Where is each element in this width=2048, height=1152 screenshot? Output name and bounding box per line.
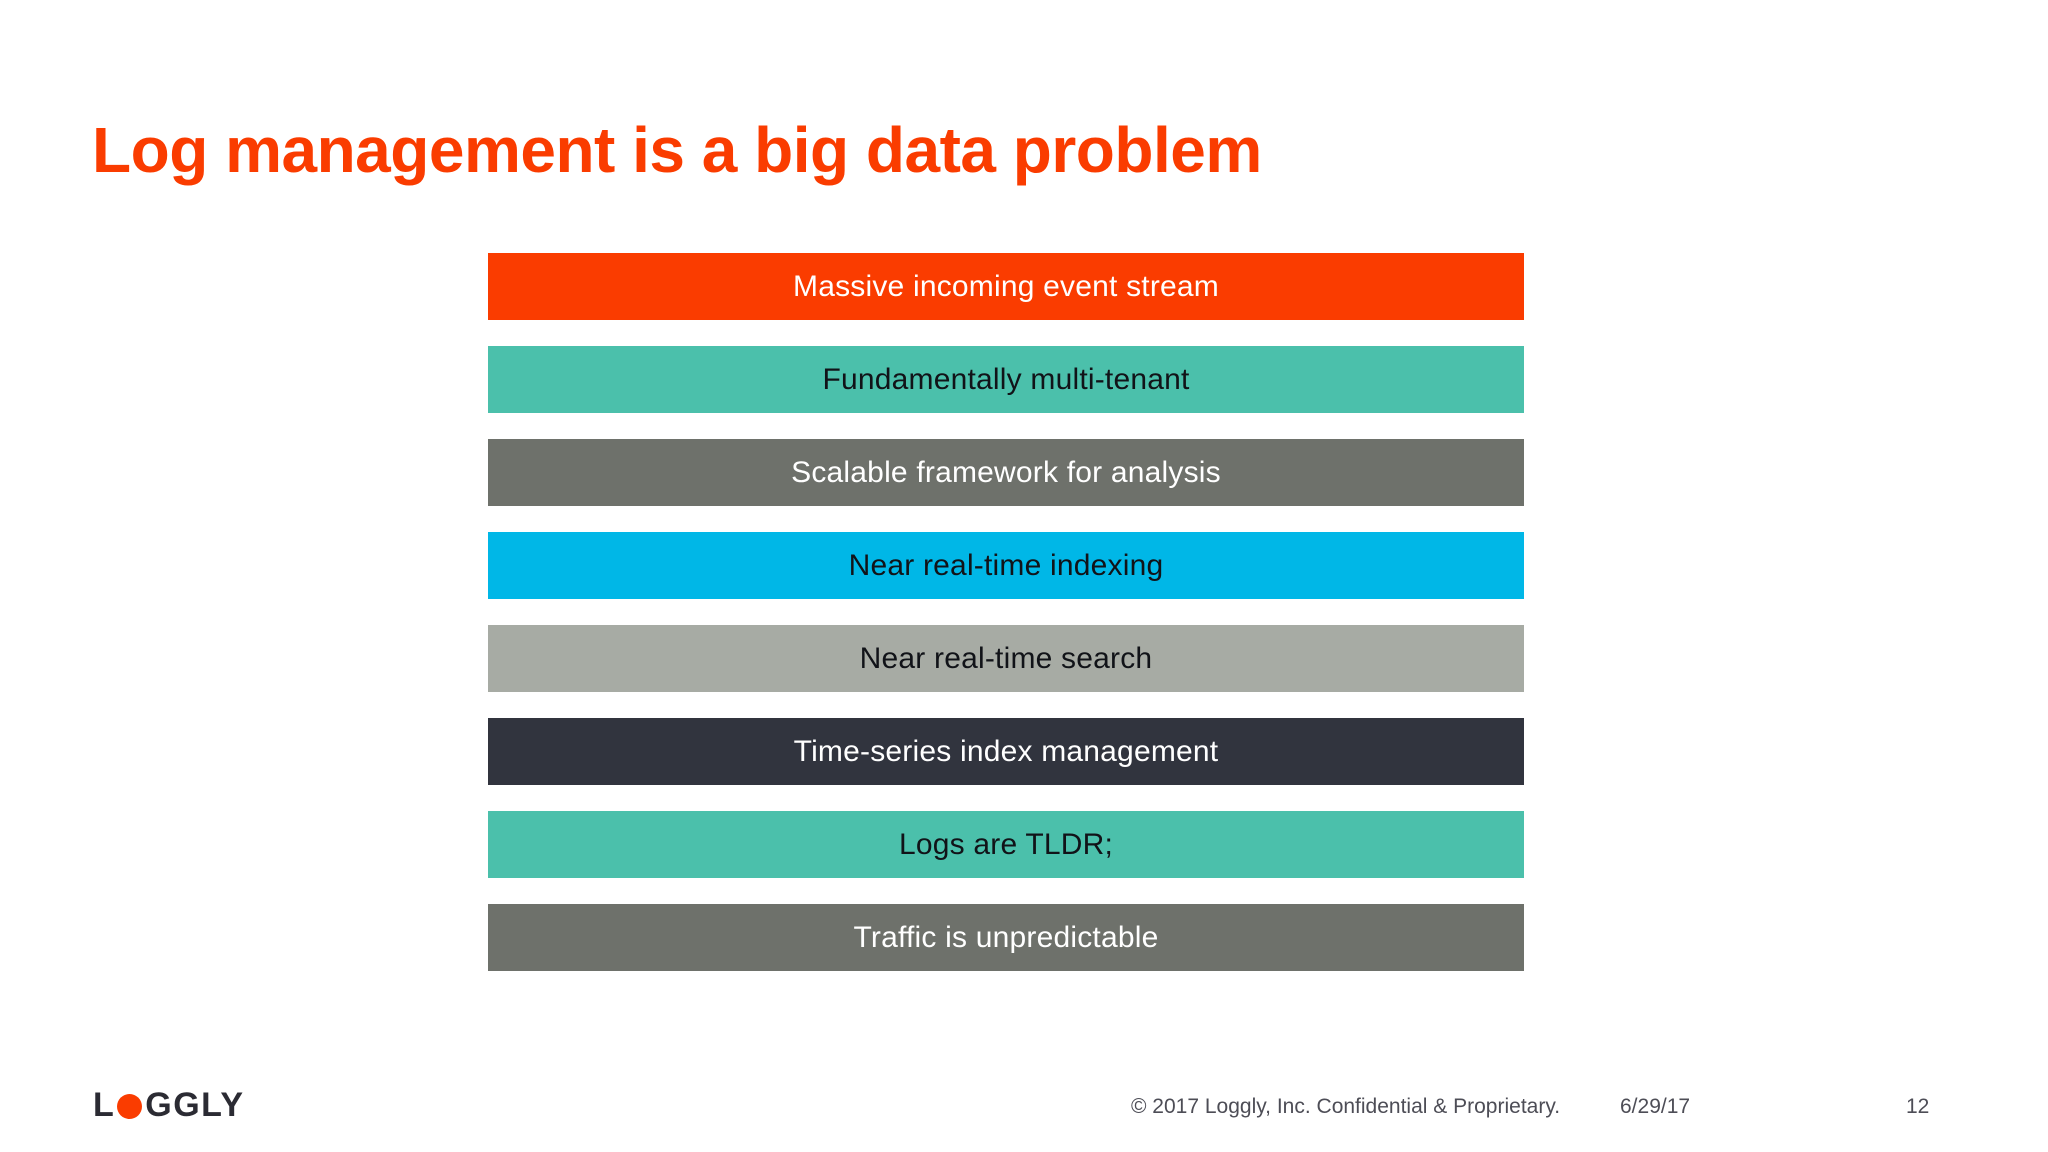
- bar-label: Massive incoming event stream: [793, 269, 1219, 303]
- bar-label: Logs are TLDR;: [898, 827, 1114, 861]
- page-title: Log management is a big data problem: [92, 113, 1262, 186]
- loggly-logo: L GGLY: [93, 1088, 245, 1122]
- bar-label: Fundamentally multi-tenant: [822, 362, 1190, 396]
- footer-date: 6/29/17: [1620, 1095, 1691, 1118]
- bar-label: Near real-time indexing: [848, 548, 1164, 582]
- list-item[interactable]: Near real-time search: [488, 625, 1524, 692]
- list-item[interactable]: Scalable framework for analysis: [488, 439, 1524, 506]
- logo-text-after: GGLY: [145, 1086, 245, 1124]
- list-item[interactable]: Time-series index management: [488, 718, 1524, 785]
- bar-label: Scalable framework for analysis: [791, 455, 1221, 489]
- bar-label: Time-series index management: [793, 734, 1219, 768]
- orange-circle-o-icon: [117, 1093, 143, 1119]
- list-item[interactable]: Near real-time indexing: [488, 532, 1524, 599]
- logo-text-before: L: [93, 1086, 116, 1124]
- page-number: 12: [1906, 1095, 1930, 1118]
- list-item[interactable]: Fundamentally multi-tenant: [488, 346, 1524, 413]
- list-item[interactable]: Massive incoming event stream: [488, 253, 1524, 320]
- copyright-notice: © 2017 Loggly, Inc. Confidential & Propr…: [1131, 1095, 1561, 1118]
- slide-footer: L GGLY © 2017 Loggly, Inc. Confidential …: [0, 1075, 2048, 1145]
- list-item[interactable]: Logs are TLDR;: [488, 811, 1524, 878]
- list-item[interactable]: Traffic is unpredictable: [488, 904, 1524, 971]
- bar-label: Traffic is unpredictable: [853, 920, 1159, 954]
- bar-label: Near real-time search: [859, 641, 1153, 675]
- bar-list: Massive incoming event stream Fundamenta…: [488, 253, 1524, 971]
